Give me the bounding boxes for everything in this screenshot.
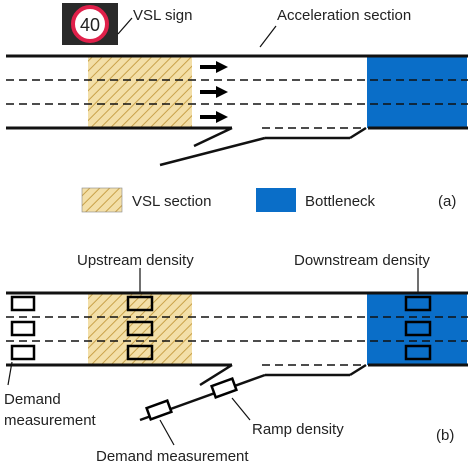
legend-bottleneck-label: Bottleneck — [305, 193, 376, 210]
vsl-section-area — [88, 293, 192, 365]
arrow-right-icon — [200, 61, 228, 73]
acceleration-section-label: Acceleration section — [277, 7, 411, 24]
vsl-sign-label: VSL sign — [133, 7, 192, 24]
ramp-taper-edge — [349, 126, 367, 140]
arrow-right-icon — [200, 111, 228, 123]
demand-left-leader-line — [7, 361, 13, 386]
demand-measurement-left-line2: measurement — [4, 412, 97, 429]
ramp-density-leader-line — [231, 397, 251, 421]
panel-b-label: (b) — [436, 427, 454, 444]
acceleration-leader-line — [259, 25, 277, 48]
ramp-taper-edge — [349, 363, 367, 377]
legend-bottleneck-swatch — [256, 188, 296, 212]
arrow-right-icon — [200, 86, 228, 98]
ramp-upper-edge — [199, 363, 233, 387]
ramp-lower-edge — [159, 136, 266, 167]
sign-leader-line — [117, 17, 133, 35]
demand-ramp-leader-line — [159, 419, 175, 446]
ramp-upper-edge — [193, 126, 233, 148]
vehicle-detector-icon — [145, 376, 238, 422]
vehicle-detector-icon — [404, 295, 432, 361]
panel-a-label: (a) — [438, 193, 456, 210]
legend-vsl-label: VSL section — [132, 193, 212, 210]
panel-b: Upstream density Downstream density — [4, 252, 468, 465]
panel-a: 40 VSL sign Acceleration section — [6, 3, 468, 213]
sign-value: 40 — [80, 15, 100, 35]
legend-vsl-swatch — [81, 187, 123, 213]
vehicle-detector-icon — [126, 295, 154, 361]
ramp-density-label: Ramp density — [252, 421, 344, 438]
downstream-density-label: Downstream density — [294, 252, 430, 269]
demand-measurement-left-line1: Demand — [4, 391, 61, 408]
bottleneck-area — [367, 56, 467, 128]
bottleneck-area — [367, 293, 467, 365]
upstream-density-label: Upstream density — [77, 252, 194, 269]
demand-measurement-ramp-label: Demand measurement — [96, 448, 249, 465]
speed-limit-sign-icon: 40 — [62, 3, 118, 45]
vsl-section-area — [88, 56, 192, 128]
vehicle-detector-icon — [10, 295, 36, 361]
